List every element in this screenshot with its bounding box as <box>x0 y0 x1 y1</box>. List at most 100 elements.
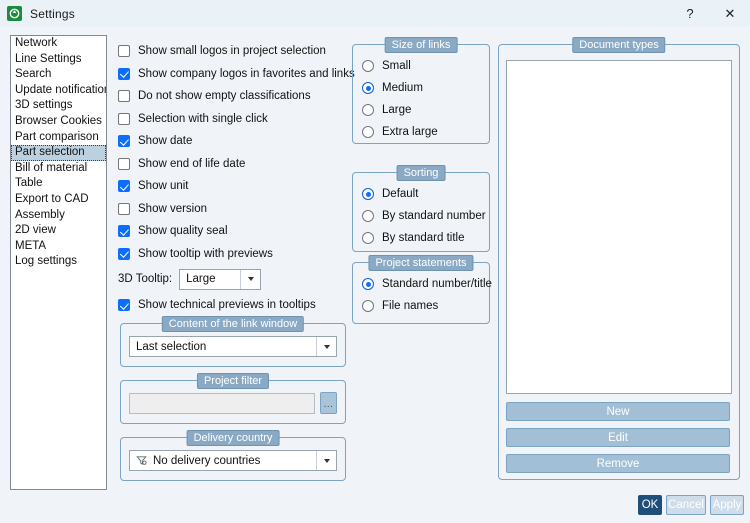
radio-label-sorting-by-standard-number: By standard number <box>382 210 486 222</box>
apply-button[interactable]: Apply <box>710 495 744 515</box>
chevron-down-icon[interactable] <box>240 269 261 289</box>
refresh-circle-icon <box>7 6 22 21</box>
checkbox-show-end-of-life-date[interactable] <box>118 157 130 170</box>
checkbox-row-show-company-logos[interactable]: Show company logos in favorites and link… <box>118 66 355 82</box>
checkbox-label-hide-empty-classifications: Do not show empty classifications <box>138 90 311 102</box>
checkbox-show-quality-seal[interactable] <box>118 225 130 237</box>
delivery-country-value-wrap: No delivery countries <box>130 451 316 470</box>
checkbox-label-show-quality-seal: Show quality seal <box>138 225 228 237</box>
remove-document-type-button[interactable]: Remove <box>506 454 730 473</box>
checkbox-show-unit[interactable] <box>118 180 130 192</box>
checkbox-row-show-unit[interactable]: Show unit <box>118 178 346 194</box>
checkbox-show-version[interactable] <box>118 202 130 215</box>
project-filter-browse-button[interactable]: ... <box>320 392 337 414</box>
chevron-down-icon[interactable] <box>316 451 336 470</box>
checkbox-label-show-tooltip-with-previews: Show tooltip with previews <box>138 247 273 260</box>
radio-label-standard-number-title: Standard number/title <box>382 278 492 290</box>
ok-button[interactable]: OK <box>638 495 662 515</box>
group-caption-sorting: Sorting <box>396 165 446 181</box>
radio-size-large[interactable] <box>362 104 374 116</box>
radio-row-sorting-default[interactable]: Default <box>362 186 486 202</box>
edit-document-type-button[interactable]: Edit <box>506 428 730 447</box>
sidebar-item-bill-of-material[interactable]: Bill of material <box>15 161 88 174</box>
checkbox-show-small-logos[interactable] <box>118 45 130 57</box>
checkbox-row-show-date[interactable]: Show date <box>118 133 346 149</box>
group-caption-content-of-link-window: Content of the link window <box>161 316 305 332</box>
checkbox-technical-previews[interactable] <box>118 299 130 311</box>
sidebar-item-part-selection[interactable]: Part selection <box>11 145 106 161</box>
tooltip-3d-row: 3D Tooltip: Large <box>118 268 346 290</box>
checkbox-row-technical-previews[interactable]: Show technical previews in tooltips <box>118 297 346 313</box>
group-caption-size-of-links: Size of links <box>384 37 458 53</box>
sidebar-item-part-comparison[interactable]: Part comparison <box>15 130 99 143</box>
radio-row-standard-number-title[interactable]: Standard number/title <box>362 276 492 292</box>
group-size-of-links: Size of links Small Medium Large Extra l… <box>352 37 490 144</box>
radio-row-size-small[interactable]: Small <box>362 58 438 74</box>
cancel-button[interactable]: Cancel <box>666 495 706 515</box>
checkbox-show-tooltip-with-previews[interactable] <box>118 247 130 260</box>
group-caption-project-statements: Project statements <box>368 255 474 271</box>
radio-size-small[interactable] <box>362 60 374 72</box>
project-filter-input[interactable] <box>129 392 315 414</box>
sidebar-item-assembly[interactable]: Assembly <box>15 208 65 221</box>
filter-icon <box>136 455 147 466</box>
radio-row-sorting-by-standard-number[interactable]: By standard number <box>362 208 486 224</box>
checkbox-show-company-logos[interactable] <box>118 67 130 80</box>
sidebar-item-search[interactable]: Search <box>15 68 52 81</box>
checkbox-row-show-version[interactable]: Show version <box>118 201 346 217</box>
sidebar-item-update-notification[interactable]: Update notification <box>15 83 107 96</box>
radio-size-medium[interactable] <box>362 82 374 94</box>
radio-row-size-large[interactable]: Large <box>362 102 438 118</box>
radio-label-size-large: Large <box>382 104 412 116</box>
radio-file-names[interactable] <box>362 300 374 312</box>
checkbox-row-hide-empty-classifications[interactable]: Do not show empty classifications <box>118 88 346 104</box>
checkbox-row-show-end-of-life-date[interactable]: Show end of life date <box>118 156 346 172</box>
sidebar-item-2d-view[interactable]: 2D view <box>15 224 56 237</box>
new-document-type-button[interactable]: New <box>506 402 730 421</box>
sidebar-item-export-to-cad[interactable]: Export to CAD <box>15 192 89 205</box>
checkbox-show-date[interactable] <box>118 135 130 147</box>
group-caption-delivery-country: Delivery country <box>186 430 280 446</box>
radio-row-size-medium[interactable]: Medium <box>362 80 438 96</box>
sidebar-item-table[interactable]: Table <box>15 177 43 190</box>
sidebar-item-line-settings[interactable]: Line Settings <box>15 52 82 65</box>
delivery-country-combobox[interactable]: No delivery countries <box>129 450 337 471</box>
checkbox-single-click-selection[interactable] <box>118 112 130 125</box>
radio-label-sorting-default: Default <box>382 188 419 200</box>
radio-standard-number-title[interactable] <box>362 278 374 290</box>
close-button[interactable]: ✕ <box>724 5 736 21</box>
checkbox-row-show-tooltip-with-previews[interactable]: Show tooltip with previews <box>118 246 346 262</box>
sidebar-item-network[interactable]: Network <box>15 37 58 49</box>
document-types-listbox[interactable] <box>506 60 732 394</box>
checkbox-row-show-small-logos[interactable]: Show small logos in project selection <box>118 43 346 59</box>
checkbox-label-single-click-selection: Selection with single click <box>138 112 268 125</box>
help-button[interactable]: ? <box>686 6 694 21</box>
radio-label-size-extra-large: Extra large <box>382 126 438 138</box>
tooltip-3d-label: 3D Tooltip: <box>118 273 173 285</box>
radio-size-extra-large[interactable] <box>362 126 374 138</box>
sidebar-item-meta[interactable]: META <box>15 239 47 252</box>
group-caption-document-types: Document types <box>572 37 666 53</box>
sidebar-item-3d-settings[interactable]: 3D settings <box>15 99 73 112</box>
checkbox-label-show-end-of-life-date: Show end of life date <box>138 157 246 170</box>
settings-category-list[interactable]: Network Line Settings Search Update noti… <box>10 35 107 490</box>
chevron-down-icon[interactable] <box>316 337 336 356</box>
checkbox-row-single-click-selection[interactable]: Selection with single click <box>118 111 346 127</box>
link-window-combobox[interactable]: Last selection <box>129 336 337 357</box>
tooltip-3d-combobox[interactable]: Large <box>179 268 262 290</box>
checkbox-label-show-small-logos: Show small logos in project selection <box>138 45 326 57</box>
radio-row-size-extra-large[interactable]: Extra large <box>362 124 438 140</box>
group-document-types: Document types New Edit Remove <box>498 37 740 480</box>
part-selection-options: Show small logos in project selection Sh… <box>118 43 355 320</box>
checkbox-hide-empty-classifications[interactable] <box>118 90 130 102</box>
sidebar-item-log-settings[interactable]: Log settings <box>15 255 78 268</box>
radio-sorting-by-standard-title[interactable] <box>362 232 374 244</box>
radio-sorting-default[interactable] <box>362 188 374 200</box>
checkbox-row-show-quality-seal[interactable]: Show quality seal <box>118 223 346 239</box>
group-project-filter: Project filter ... <box>120 373 346 424</box>
radio-sorting-by-standard-number[interactable] <box>362 210 374 222</box>
project-filter-row: ... <box>129 392 337 414</box>
radio-row-sorting-by-standard-title[interactable]: By standard title <box>362 230 486 246</box>
sidebar-item-browser-cookies[interactable]: Browser Cookies <box>15 114 102 127</box>
radio-row-file-names[interactable]: File names <box>362 298 492 314</box>
